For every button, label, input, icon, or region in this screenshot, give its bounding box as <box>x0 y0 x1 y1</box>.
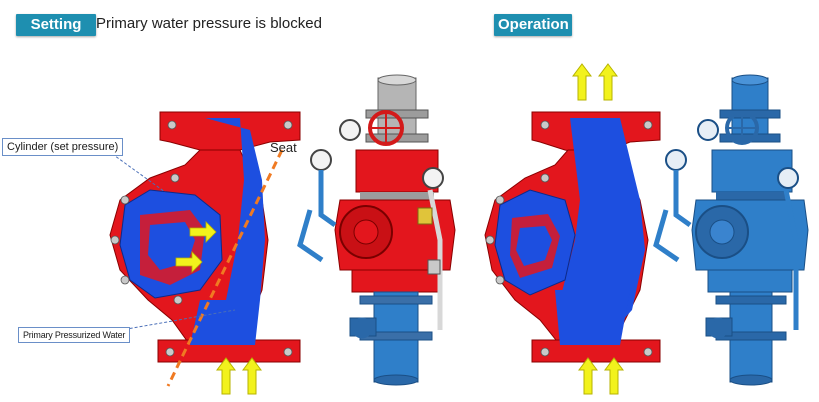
seat-label: Seat <box>270 140 297 155</box>
setting-tag: Setting <box>16 14 96 36</box>
seat-line <box>166 149 284 387</box>
primary-water-callout: Primary Pressurized Water <box>18 327 131 343</box>
setting-full-assembly <box>297 74 456 386</box>
operation-full-assembly <box>653 74 809 386</box>
inlet-arrows-icon <box>216 357 262 395</box>
pressure-arrow-icon <box>175 221 217 273</box>
setting-caption: Primary water pressure is blocked <box>96 15 322 32</box>
outlet-arrows-icon <box>572 63 618 101</box>
operation-cutaway-valve <box>484 63 661 395</box>
cylinder-callout: Cylinder (set pressure) <box>2 138 124 156</box>
setting-cutaway-valve <box>103 111 301 395</box>
operation-inlet-arrows-icon <box>578 357 624 395</box>
operation-tag: Operation <box>494 14 572 36</box>
